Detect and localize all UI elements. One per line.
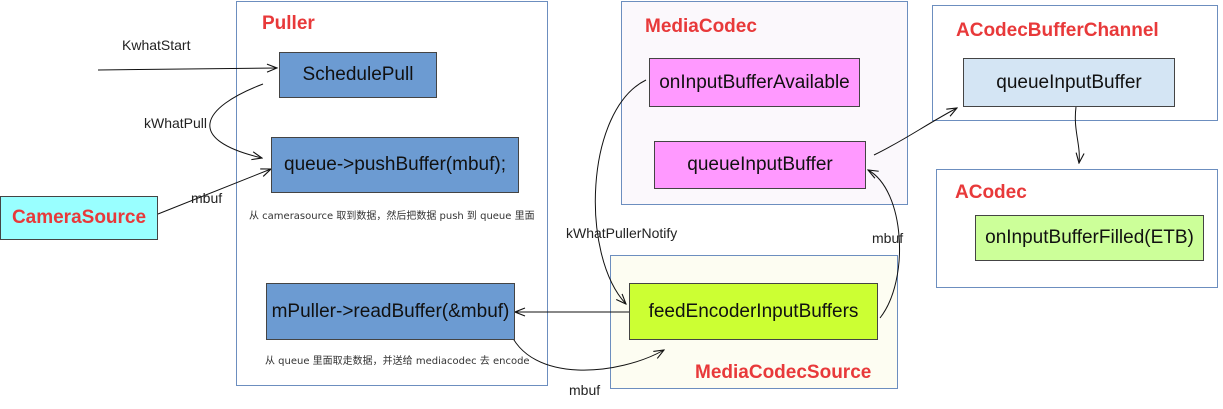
read-buffer-node: mPuller->readBuffer(&mbuf) [266,283,515,340]
edge-channel-to-acodec [1074,106,1079,163]
edge-kwhatpull [209,83,263,158]
mediacodecsource-title: MediaCodecSource [695,362,872,383]
label-kwhatpullernotify: kWhatPullerNotify [566,225,678,241]
read-note: 从 queue 里面取走数据，并送给 mediacodec 去 encode [265,356,530,367]
on-input-buffer-filled-node: onInputBufferFilled(ETB) [975,215,1204,261]
schedule-pull-node: SchedulePull [279,52,437,98]
feed-encoder-input-buffers-node: feedEncoderInputBuffers [629,283,878,340]
acodec-buffer-channel-title: ACodecBufferChannel [956,20,1159,41]
edge-kwhatstart [97,68,277,70]
edge-read-mbuf [508,329,664,371]
label-kwhatpull: kWhatPull [144,115,208,131]
camera-source-node: CameraSource [0,196,158,240]
edge-kwhatpullernotify [594,79,647,304]
channel-queue-input-buffer-node: queueInputBuffer [963,58,1175,107]
acodec-title: ACodec [955,182,1027,203]
edge-camera-mbuf [157,169,271,215]
mediacodec-queue-input-buffer-node: queueInputBuffer [654,141,866,189]
push-note: 从 camerasource 取到数据，然后把数据 push 到 queue 里… [249,211,535,222]
push-buffer-node: queue->pushBuffer(mbuf); [271,137,519,193]
on-input-buffer-available-node: onInputBufferAvailable [649,58,860,107]
edge-feed-mbuf [868,170,901,319]
label-mbuf-feed: mbuf [872,230,904,246]
mediacodec-title: MediaCodec [645,16,757,37]
label-kwhatstart: KwhatStart [122,37,191,53]
label-mbuf-camera: mbuf [191,190,223,206]
edge-queue-to-channel [873,108,957,156]
label-mbuf-read: mbuf [569,382,601,398]
puller-title: Puller [262,13,315,34]
